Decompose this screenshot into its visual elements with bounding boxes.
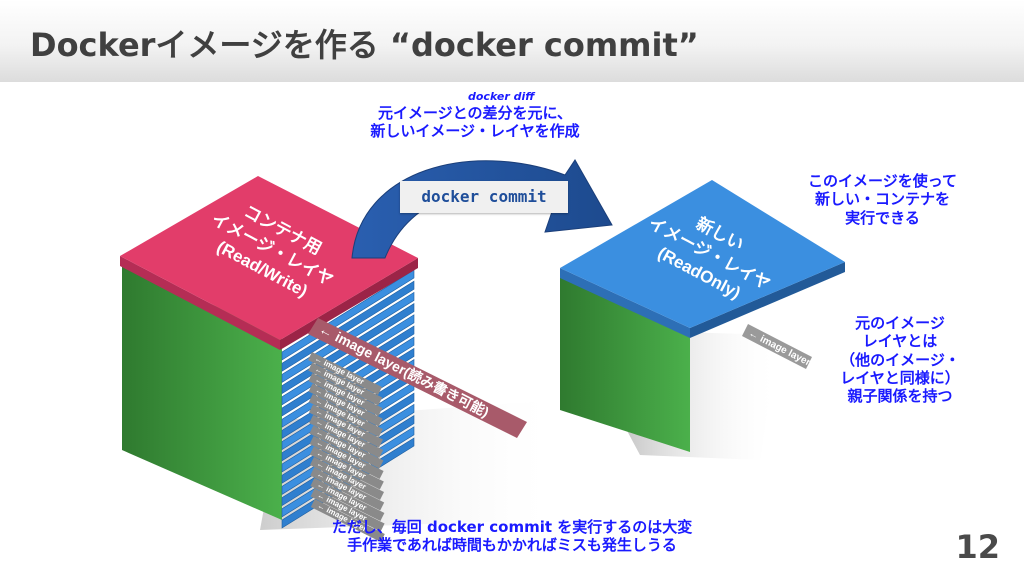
diff-description: 元イメージとの差分を元に、 新しいイメージ・レイヤを作成 [370,104,580,141]
image-layer-slab [281,280,415,372]
docker-commit-command: docker commit [400,181,568,213]
slide-title: Dockerイメージを作る “docker commit” [30,26,699,64]
title-bar [0,0,1024,82]
image-layer-slab [281,269,415,361]
docker-diff-label: docker diff [468,90,535,103]
bottom-caveat: ただし、毎回 docker commit を実行するのは大変 手作業であれば時間… [331,518,693,555]
use-image-note: このイメージを使って 新しい・コンテナを 実行できる [808,172,957,227]
page-number: 12 [955,528,1000,566]
parent-relation-note: 元のイメージ レイヤとは （他のイメージ・ レイヤと同様に） 親子関係を持つ [840,314,960,406]
right-base-left-face [560,275,690,452]
right-new-layer [560,180,845,338]
left-layer-tags: ← image layer← image layer← image layer←… [308,352,385,542]
